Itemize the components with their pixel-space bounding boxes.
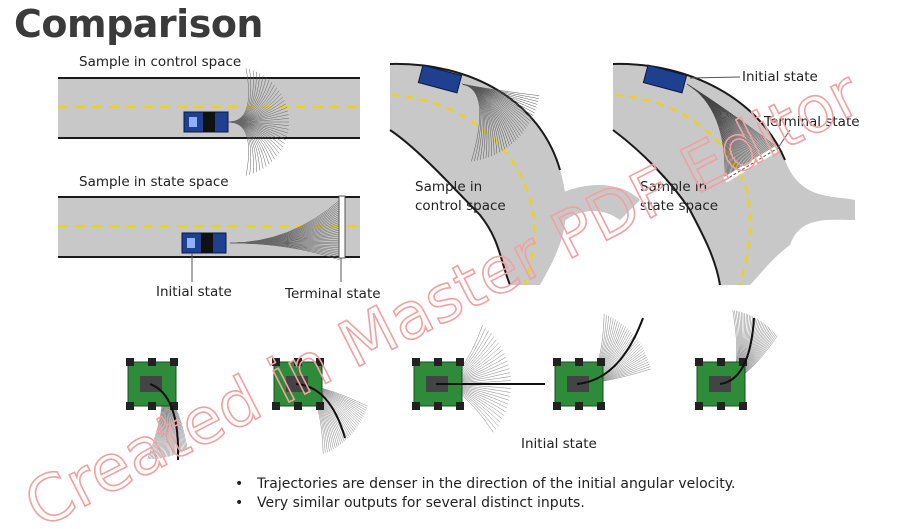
robot-wheel <box>412 402 420 410</box>
selected-trajectory-arrow <box>295 383 346 439</box>
robot-wheel <box>170 402 178 410</box>
robot-3 <box>412 325 545 433</box>
trajectory-line <box>686 83 779 149</box>
robot-1 <box>126 358 188 461</box>
label-sample-control: Sample in control space <box>79 54 242 70</box>
robot-wheel <box>434 358 442 366</box>
robot-wheel <box>456 402 464 410</box>
robot-5 <box>695 310 778 410</box>
robot-wheel <box>717 402 725 410</box>
car-icon <box>183 111 229 133</box>
trajectory-line <box>229 242 341 261</box>
curved-road-state <box>612 62 855 286</box>
robot-wheel <box>597 402 605 410</box>
robot-wheel <box>575 358 583 366</box>
initial-pointer <box>689 76 741 79</box>
robot-wheel <box>316 402 324 410</box>
robot-wheel <box>170 358 178 366</box>
label-curve-terminal-state: Terminal state <box>764 114 860 130</box>
state-space-fan <box>229 199 341 261</box>
state-space-fan-curve <box>686 83 779 181</box>
robot-wheel <box>272 402 280 410</box>
robot-wheel <box>148 358 156 366</box>
robot-wheel <box>695 402 703 410</box>
robot-wheel <box>412 358 420 366</box>
robot-wheel <box>434 402 442 410</box>
selected-trajectory-arrow <box>719 317 755 385</box>
label-curve-control-2: control space <box>415 198 506 214</box>
robots-row <box>126 310 778 461</box>
label-curve-control-1: Sample in <box>415 179 483 195</box>
robot-wheel <box>739 402 747 410</box>
label-initial-state: Initial state <box>156 284 232 300</box>
terminal-states-column <box>338 195 346 259</box>
robot-wheel <box>126 402 134 410</box>
robot-wheel <box>553 358 561 366</box>
bullet-item: Very similar outputs for several distinc… <box>235 495 735 511</box>
robot-wheel <box>575 402 583 410</box>
trajectory-line <box>461 83 481 162</box>
curved-road-control <box>389 62 640 286</box>
label-robots-initial-state: Initial state <box>521 436 597 452</box>
straight-road-control <box>58 68 360 176</box>
robot-wheel <box>456 358 464 366</box>
control-space-fan <box>227 68 289 176</box>
robot-wheel <box>695 358 703 366</box>
robot-wheel <box>294 358 302 366</box>
robot-wheel <box>316 358 324 366</box>
selected-trajectory-arrow <box>149 383 180 461</box>
label-terminal-state: Terminal state <box>285 286 381 302</box>
control-space-fan-curve <box>461 83 540 162</box>
robot-wheel <box>739 358 747 366</box>
robot-wheel <box>148 402 156 410</box>
label-sample-state: Sample in state space <box>79 174 229 190</box>
robot-2 <box>272 358 368 454</box>
robot-wheel <box>553 402 561 410</box>
label-curve-initial-state: Initial state <box>742 69 818 85</box>
car-icon <box>417 64 463 94</box>
robot-wheel <box>294 402 302 410</box>
slide-title: Comparison <box>14 2 263 46</box>
car-icon <box>642 64 688 94</box>
robot-wheel <box>597 358 605 366</box>
robot-wheel <box>126 358 134 366</box>
bullet-list: Trajectories are denser in the direction… <box>235 476 735 514</box>
selected-trajectory-arrow <box>576 317 644 385</box>
terminal-pointer <box>777 129 791 149</box>
straight-road-state <box>58 195 360 282</box>
trajectory-line <box>227 121 249 176</box>
bullet-item: Trajectories are denser in the direction… <box>235 476 735 492</box>
robot-4 <box>553 314 651 410</box>
robot-wheel <box>717 358 725 366</box>
label-curve-state-2: state space <box>640 198 719 214</box>
robot-wheel <box>272 358 280 366</box>
car-icon <box>181 232 227 254</box>
label-curve-state-1: Sample in <box>640 179 708 195</box>
